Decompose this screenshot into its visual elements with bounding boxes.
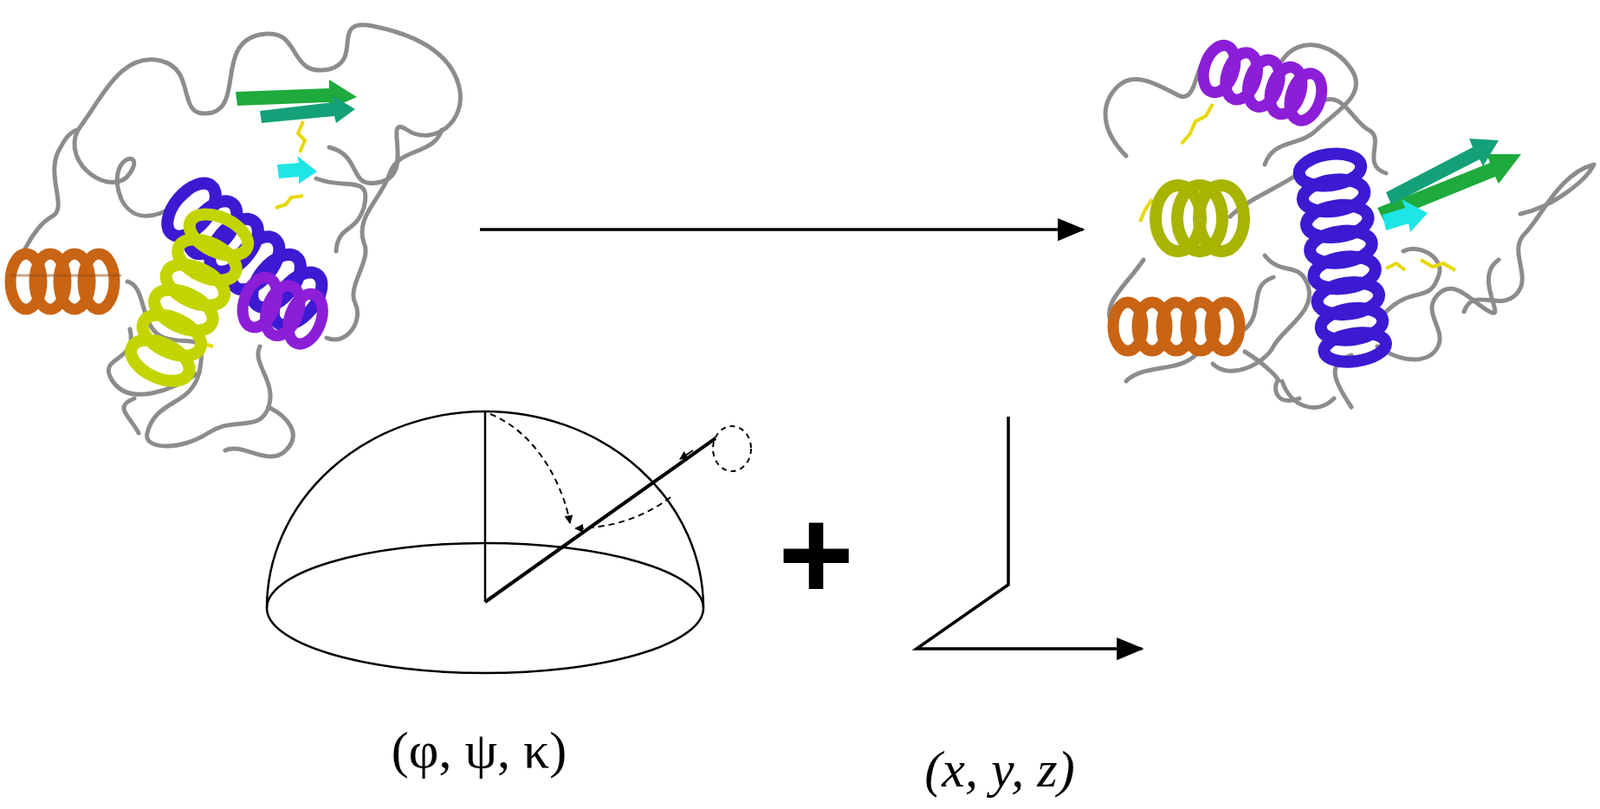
rotation-hemisphere xyxy=(266,411,752,674)
transform-arrow xyxy=(479,227,1083,232)
translation-axes xyxy=(916,416,1142,649)
protein-cartoon-left xyxy=(10,25,461,457)
protein-cartoon-right xyxy=(1105,41,1594,409)
rotation-angles-label: (φ, ψ, κ) xyxy=(391,724,567,777)
plus-sign: + xyxy=(777,489,855,620)
translation-label: (x, y, z) xyxy=(924,743,1075,796)
